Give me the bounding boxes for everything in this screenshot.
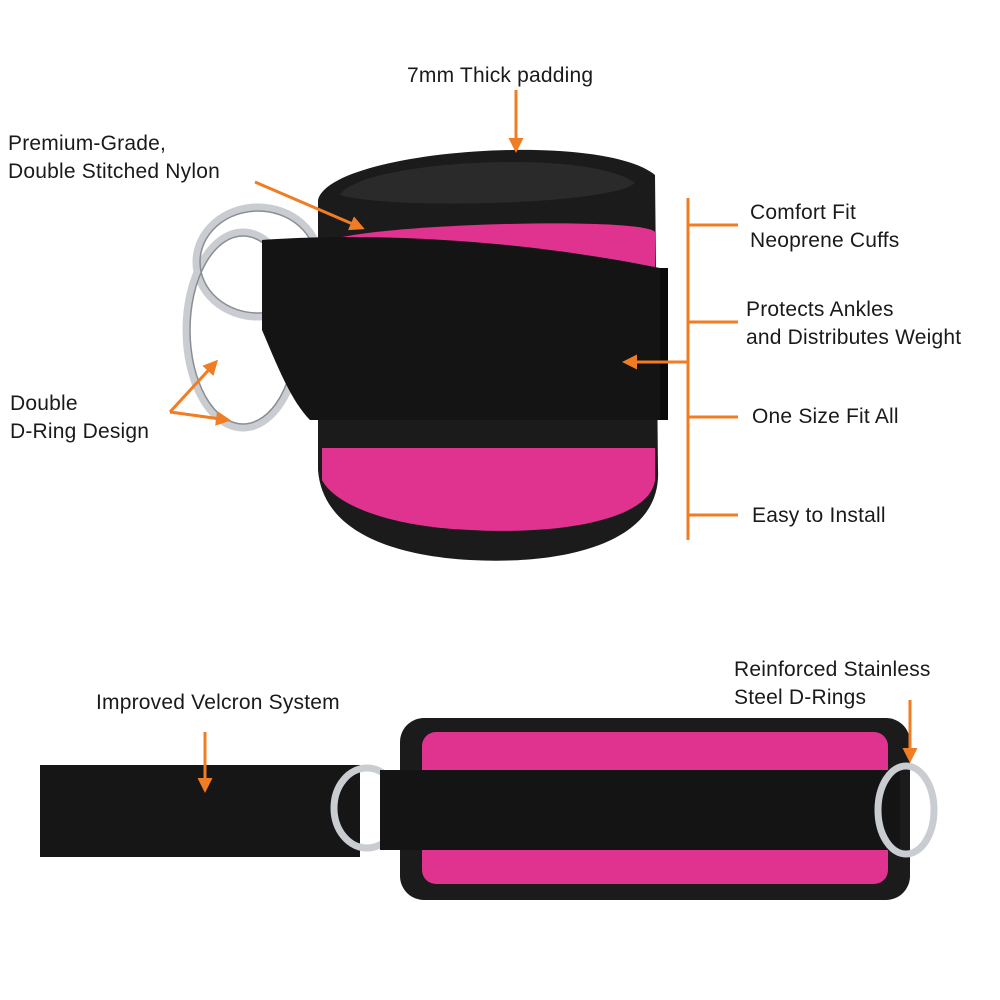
d-ring-label: Double D-Ring Design xyxy=(10,392,150,443)
callout-arrows xyxy=(168,90,918,793)
ankle-cuff-flat xyxy=(40,718,938,900)
ankle-cuff-wrapped xyxy=(182,149,668,561)
rings-label: Reinforced Stainless Steel D-Rings xyxy=(734,658,931,709)
comfort-label: Comfort Fit Neoprene Cuffs xyxy=(750,201,900,252)
protects-label: Protects Ankles and Distributes Weight xyxy=(746,298,962,349)
padding-label: 7mm Thick padding xyxy=(407,64,594,87)
size-label: One Size Fit All xyxy=(752,405,899,428)
nylon-label: Premium-Grade, Double Stitched Nylon xyxy=(8,132,220,183)
velcro-label: Improved Velcron System xyxy=(96,691,340,714)
right-d-ring-icon xyxy=(874,762,938,858)
install-label: Easy to Install xyxy=(752,504,886,527)
